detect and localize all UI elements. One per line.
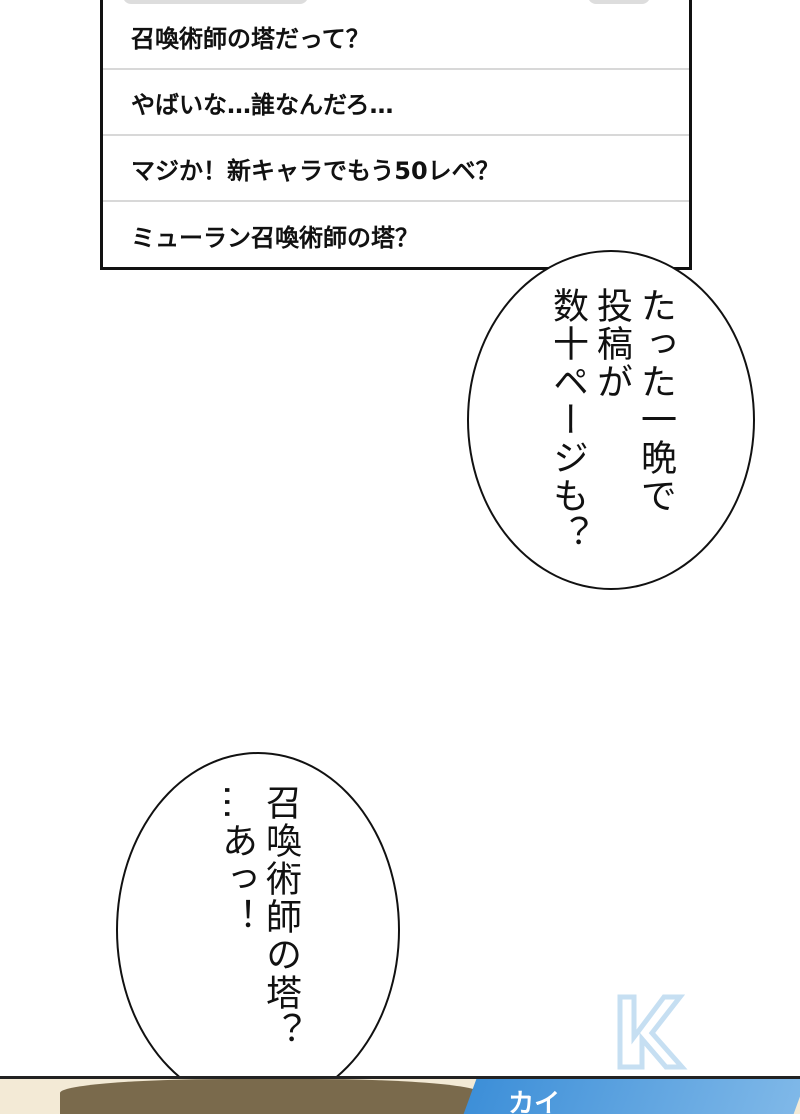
top-pill-right	[588, 0, 650, 4]
chat-message: やばいな…誰なんだろ…	[103, 70, 689, 136]
chat-message: ミューラン召喚術師の塔？	[131, 223, 419, 252]
bubble-line: たった一晩で	[635, 287, 676, 515]
speech-bubble-1: たった一晩で 投稿が 数十ページも？	[467, 250, 755, 590]
chat-message: 召喚術師の塔だって？	[103, 4, 689, 70]
chat-message: マジか！新キャラでもう50レベ？	[103, 136, 689, 202]
chat-message-list: 召喚術師の塔だって？ やばいな…誰なんだろ… マジか！新キャラでもう50レベ？ …	[100, 0, 692, 270]
bubble-line: 投稿が	[591, 287, 632, 401]
game-screen: カイ	[463, 1079, 800, 1119]
bubble-1-text: たった一晩で 投稿が 数十ページも？	[545, 287, 677, 553]
watermark-logo	[600, 985, 720, 1075]
bubble-line: 数十ページも？	[547, 287, 588, 553]
speech-bubble-2: 召喚術師の塔？ …あっ！	[116, 752, 400, 1108]
bubble-line: 召喚術師の塔？	[260, 784, 301, 1050]
bubble-2-text: 召喚術師の塔？ …あっ！	[214, 784, 302, 1050]
screen-text: カイ	[508, 1089, 561, 1119]
bottom-panel-artwork: カイ	[0, 1076, 800, 1119]
character-hair	[60, 1079, 480, 1114]
top-pill-left	[123, 0, 308, 4]
bubble-line: …あっ！	[216, 784, 257, 936]
k-logo-icon	[617, 994, 688, 1070]
